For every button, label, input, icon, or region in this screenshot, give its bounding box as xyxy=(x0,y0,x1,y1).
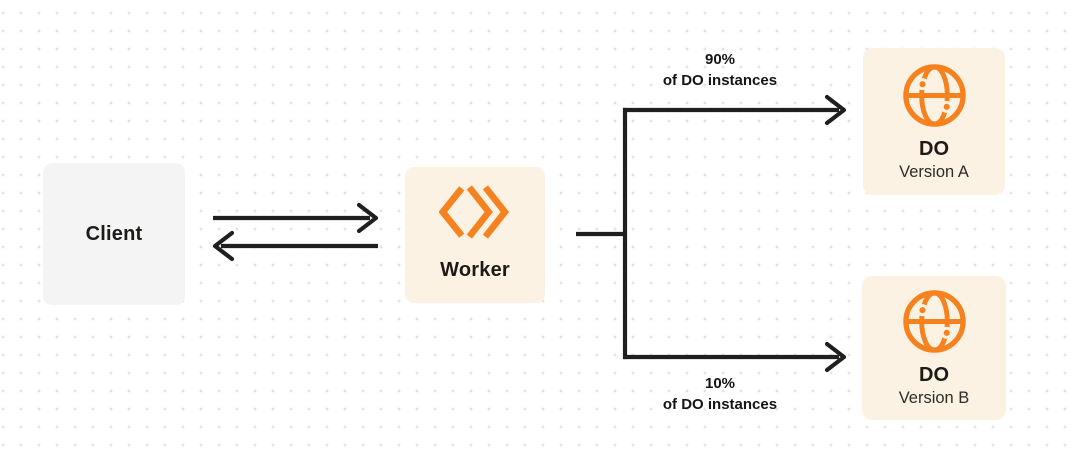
client-label: Client xyxy=(85,222,143,245)
do-version-a-box: DO Version A xyxy=(863,48,1005,195)
do-b-subtitle: Version B xyxy=(898,389,970,407)
do-version-b-box: DO Version B xyxy=(862,276,1006,420)
do-a-subtitle: Version A xyxy=(899,163,969,181)
arrow-client-to-worker xyxy=(213,202,379,234)
do-b-title: DO xyxy=(919,364,949,386)
cloudflare-workers-logo-icon xyxy=(438,182,511,242)
branch-a-percent: 90% xyxy=(704,51,736,68)
branch-a-percentage-label: 90% of DO instances xyxy=(620,49,820,91)
durable-object-globe-icon xyxy=(901,62,968,129)
do-a-title: DO xyxy=(919,138,949,160)
client-box: Client xyxy=(43,163,185,305)
branch-b-percent: 10% xyxy=(704,375,736,392)
branch-b-percentage-label: 10% of DO instances xyxy=(620,373,820,415)
client-worker-arrows xyxy=(212,202,379,262)
arrow-worker-to-client xyxy=(212,230,378,262)
durable-object-globe-icon xyxy=(901,288,968,355)
branch-b-caption: of DO instances xyxy=(662,396,778,413)
arrow-to-do-version-b xyxy=(623,341,847,373)
worker-box: Worker xyxy=(405,167,545,303)
arrow-to-do-version-a xyxy=(623,94,847,126)
worker-branch-connector xyxy=(576,94,847,373)
worker-label: Worker xyxy=(440,259,510,281)
branch-a-caption: of DO instances xyxy=(662,72,778,89)
